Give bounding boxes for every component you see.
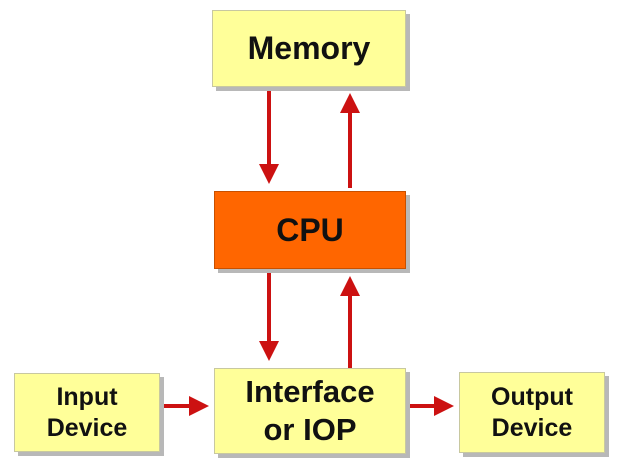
input-device-label: Input Device [46,382,128,442]
interface-label: Interface or IOP [245,374,375,447]
interface-box: Interface or IOP [214,368,406,454]
memory-box: Memory [212,10,406,87]
cpu-box: CPU [214,191,406,269]
output-device-box: Output Device [459,372,605,453]
output-device-label: Output Device [491,382,573,442]
input-device-box: Input Device [14,373,160,452]
cpu-label: CPU [276,211,344,248]
memory-label: Memory [247,30,371,66]
